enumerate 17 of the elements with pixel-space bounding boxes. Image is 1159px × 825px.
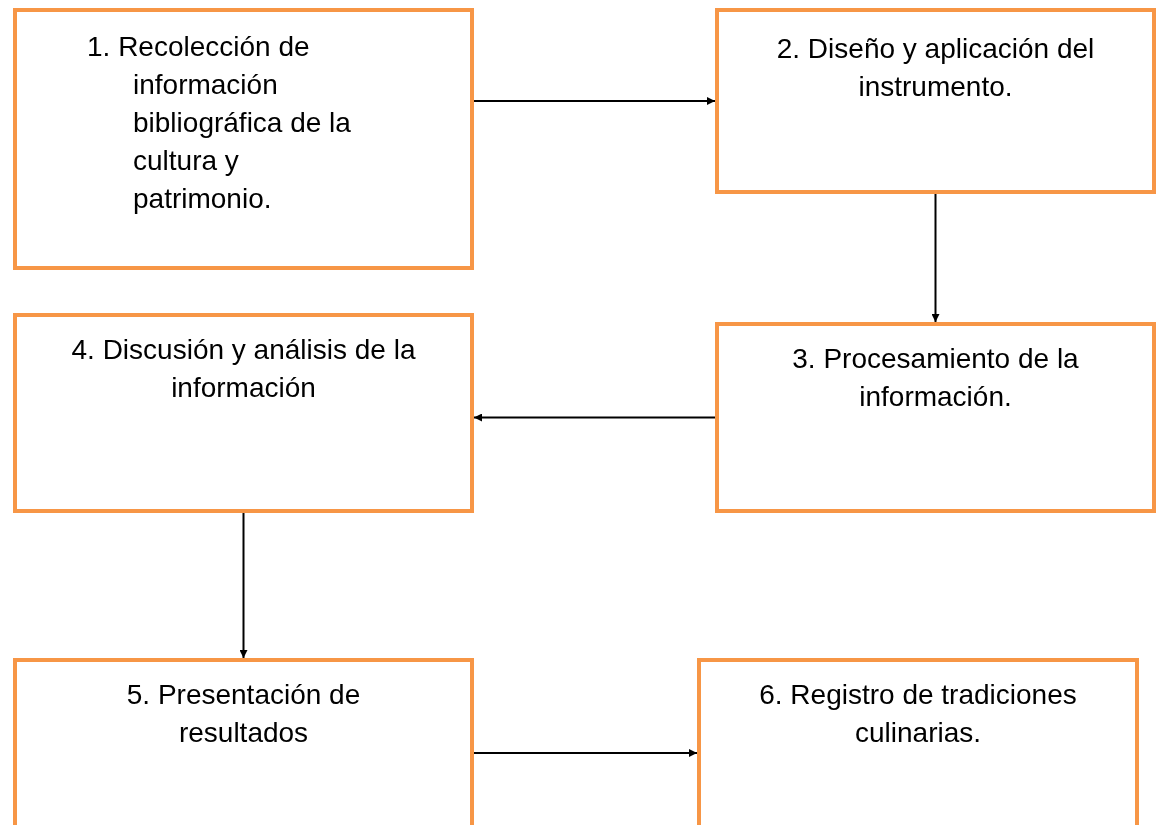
box-text: 1. Recolección de información bibliográfica de la cultura y patrimonio. xyxy=(87,30,352,216)
box-text: 3. Procesamiento de la información. xyxy=(791,342,1080,414)
box-text: 6. Registro de tradiciones culinarias. xyxy=(758,678,1078,750)
process-box xyxy=(13,313,474,513)
process-box xyxy=(715,8,1156,194)
box-text: 5. Presentación de resultados xyxy=(125,678,362,750)
process-box xyxy=(697,658,1139,825)
arrow xyxy=(931,193,940,323)
box-text: 4. Discusión y análisis de la información xyxy=(70,333,417,405)
process-box xyxy=(715,322,1156,513)
arrow xyxy=(473,413,716,422)
process-box xyxy=(13,8,474,270)
arrow xyxy=(473,97,716,105)
box-text: 2. Diseño y aplicación del instrumento. xyxy=(775,32,1096,104)
process-box xyxy=(13,658,474,825)
arrow xyxy=(473,749,698,757)
arrow xyxy=(239,512,248,659)
